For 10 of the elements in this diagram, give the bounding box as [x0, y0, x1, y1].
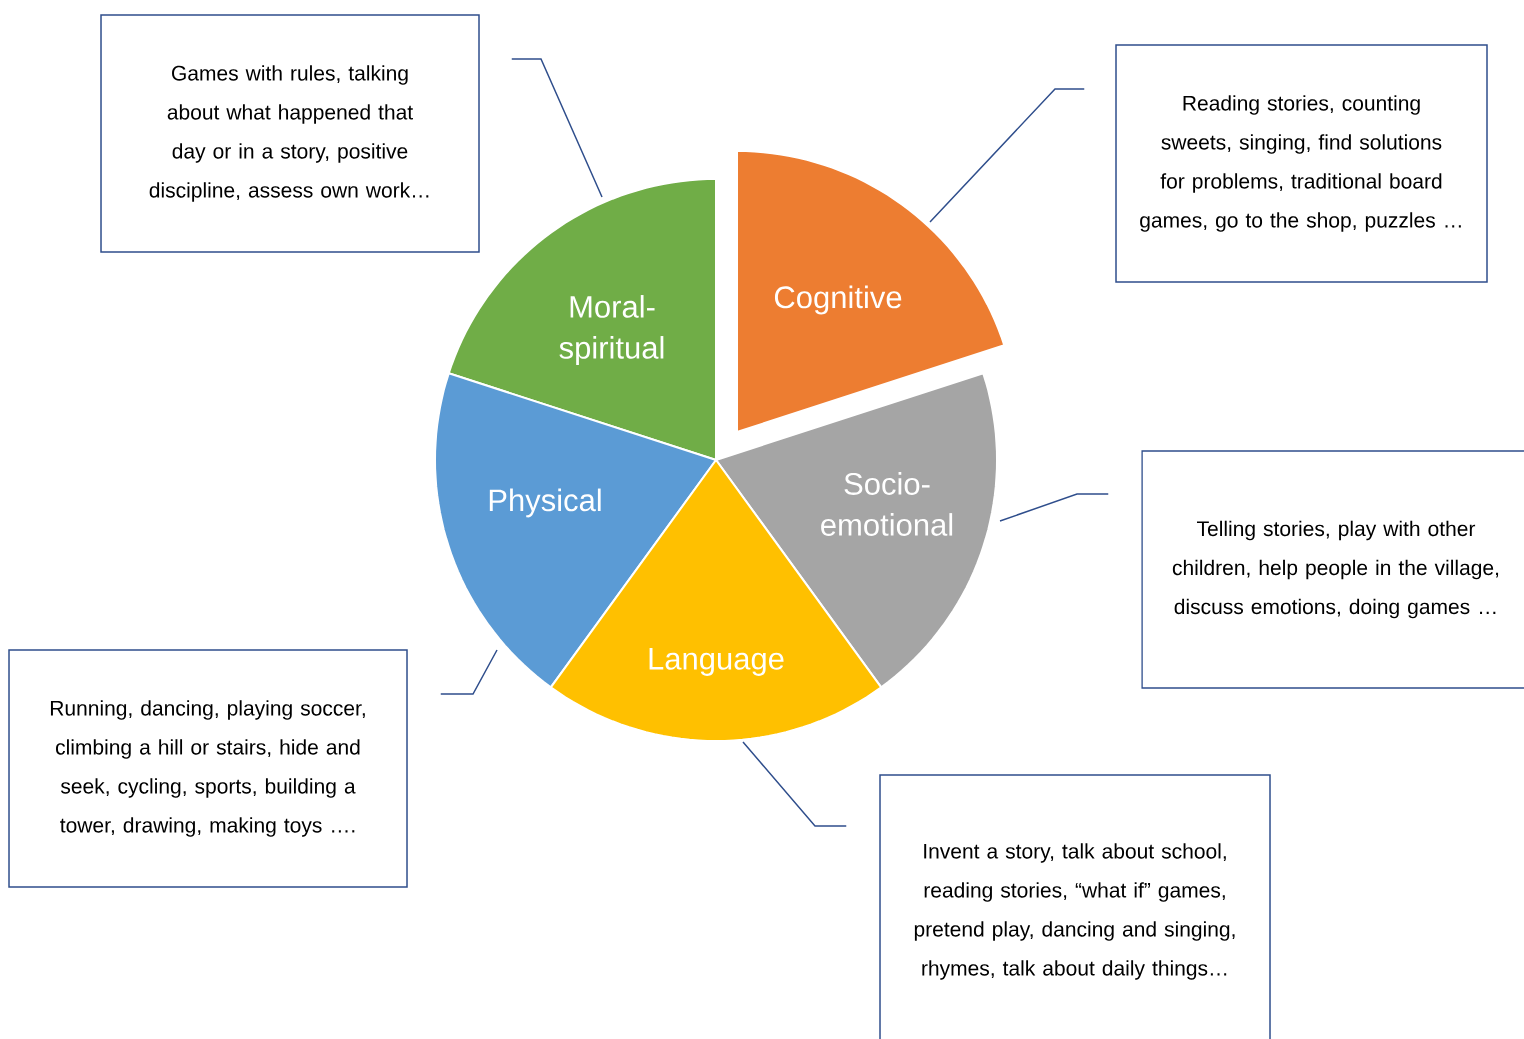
- text-box: Running, dancing, playing soccer, climbing a hill or stairs, hide and seek, cycling, sports, building a tower, drawing, making toys ….: [8, 649, 408, 888]
- leader-line: [929, 88, 1085, 223]
- leader-line: [440, 649, 498, 695]
- text-box: Reading stories, counting sweets, singing, find solutions for problems, traditional board games, go to the shop, puzzles …: [1115, 44, 1488, 283]
- leader-line: [511, 58, 603, 198]
- leader-line: [999, 493, 1109, 522]
- text-box: Invent a story, talk about school, reading stories, “what if” games, pretend play, dancing and singing, rhymes, talk about daily things…: [879, 774, 1271, 1039]
- text-box: Telling stories, play with other children, help people in the village, discuss emotions, doing games …: [1141, 450, 1524, 689]
- leader-line: [742, 741, 847, 827]
- text-box: Games with rules, talking about what happened that day or in a story, positive discipline, assess own work…: [100, 14, 480, 253]
